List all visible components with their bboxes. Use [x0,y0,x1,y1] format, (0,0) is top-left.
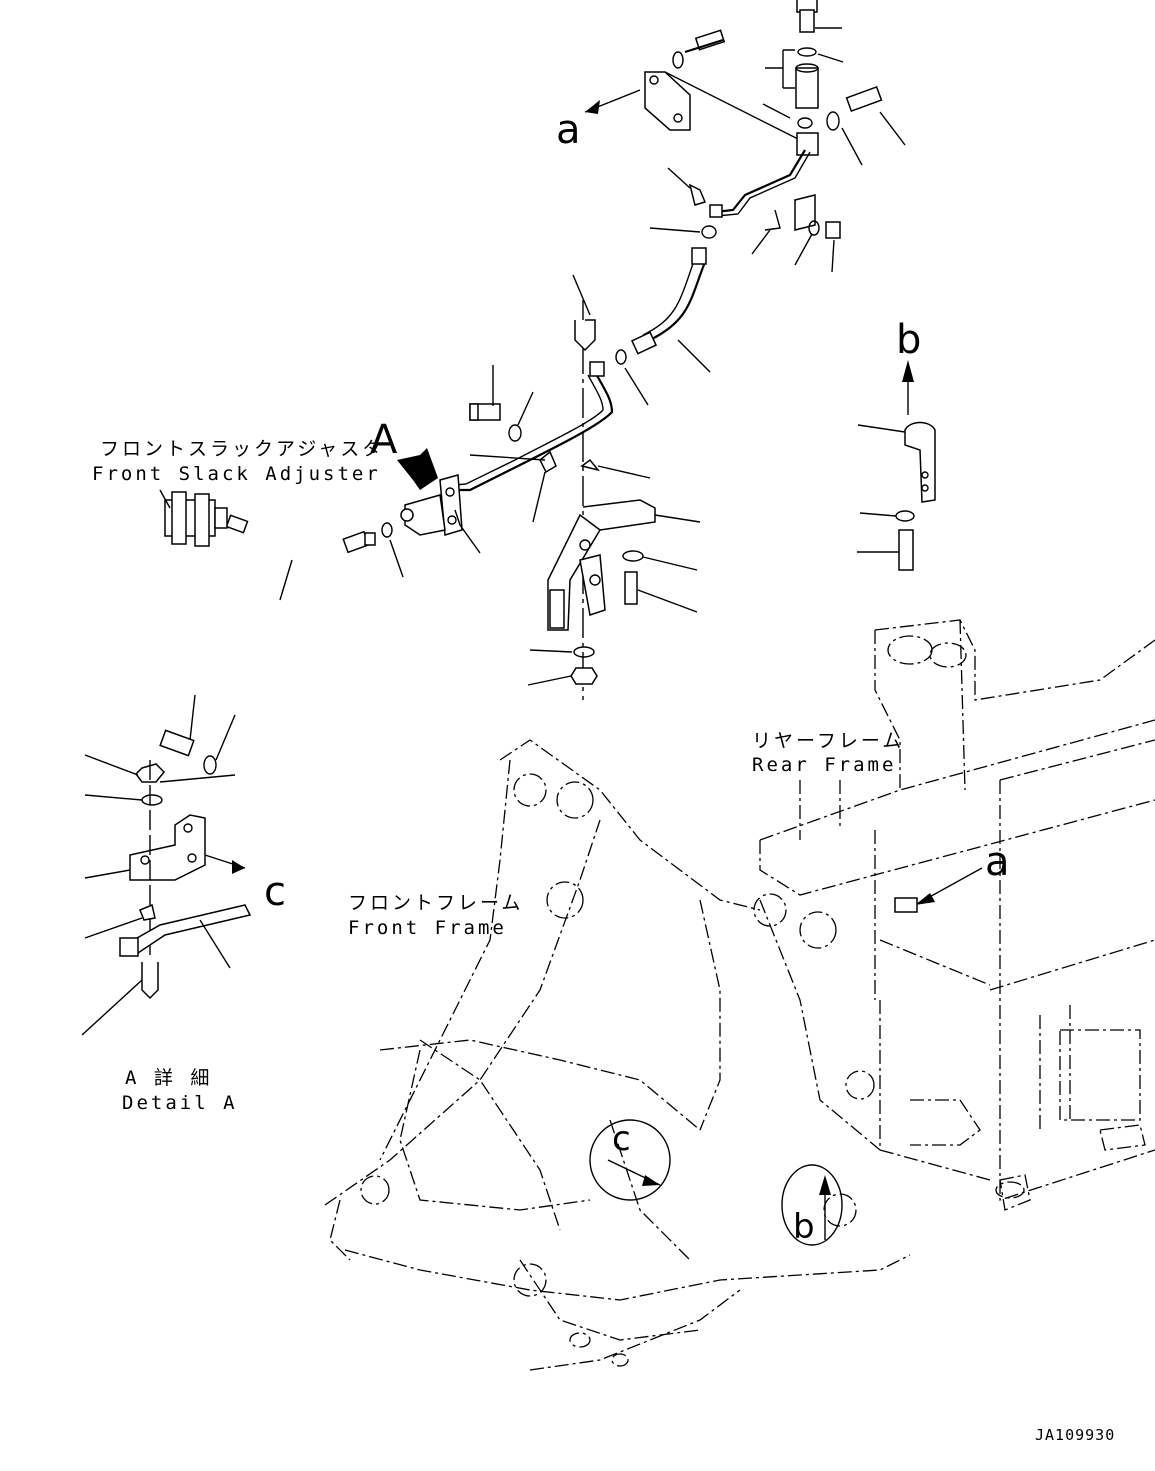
detail-a-parts [81,694,252,1036]
callout-c-detail: c [264,869,286,915]
bolt-washer-mid [469,365,534,442]
rear-frame-label-en: Rear Frame [752,754,897,776]
rear-frame-outline [759,619,1155,1211]
callout-b-bracket: b [896,317,922,363]
top-bolt [672,29,906,166]
rear-frame-label-jp: リヤーフレーム [752,730,905,752]
adjuster-body [159,489,228,547]
front-frame-label-en: Front Frame [348,917,507,939]
callout-c-frame: c [612,1119,631,1159]
hose-upper [615,247,711,406]
adjuster-hose [225,514,376,601]
callout-a-top: a [556,107,581,153]
mid-tube [454,361,614,492]
callout-a-rear: a [985,839,1010,885]
callout-b-frame: b [793,1207,815,1247]
bracket-b [857,360,936,571]
slack-adjuster-label-en: Front Slack Adjuster [92,463,381,485]
slack-adjuster-valve [381,448,481,578]
upper-tube [649,149,841,273]
frame-pointers [589,867,983,1246]
top-fitting-stack [762,0,844,129]
detail-a-label-jp: A 詳 細 [125,1067,213,1089]
mount-bracket [527,499,701,686]
slack-adjuster-label-jp: フロントスラックアジャスタ [100,438,385,460]
front-frame-outline [324,739,911,1371]
front-frame-label-jp: フロントフレーム [348,892,524,914]
upper-bracket [584,71,819,156]
callout-A: A [370,417,398,463]
vertical-centerline [572,274,596,700]
drawing-code: JA109930 [1035,1426,1116,1444]
detail-a-label-en: Detail A [122,1092,238,1114]
clamp-mid [469,450,651,523]
